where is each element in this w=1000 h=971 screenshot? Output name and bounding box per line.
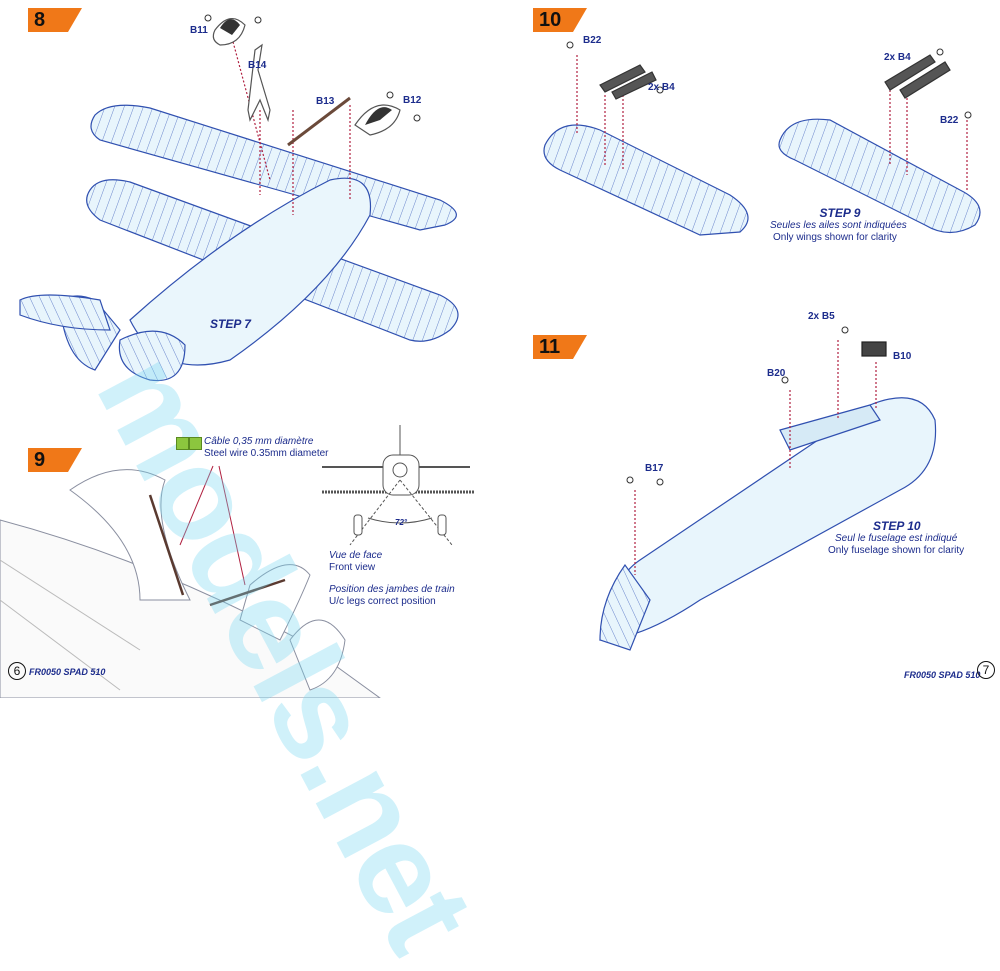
orange-tab-shape <box>533 8 587 32</box>
part-label-b11: B11 <box>190 25 208 36</box>
part-label-b12: B12 <box>403 95 422 106</box>
part-label-2x-b4: 2x B4 <box>648 82 675 93</box>
screw-icons <box>204 14 972 486</box>
step-tab-9: 9 <box>28 448 82 472</box>
step-number: 9 <box>34 449 46 471</box>
part-label-b14: B14 <box>248 60 267 71</box>
footer-text-left: FR0050 SPAD 510 <box>29 667 106 677</box>
cable-note-fr: Câble 0,35 mm diamètre <box>204 436 314 447</box>
front-view-fr: Vue de face <box>329 550 383 561</box>
step-title: STEP 7 <box>210 317 251 331</box>
biplane-step7-drawing <box>19 18 459 382</box>
assembly-drawings <box>0 14 981 698</box>
orange-tab-shape <box>28 8 82 32</box>
step-tab-8: 8 <box>28 8 82 32</box>
step8-wire-detail-drawing <box>0 465 381 698</box>
part-label-b17: B17 <box>645 463 664 474</box>
step-title: STEP 10 <box>873 519 921 533</box>
step-note-en: Only fuselage shown for clarity <box>828 545 965 556</box>
hand-caution-icon <box>176 437 189 450</box>
position-note-fr: Position des jambes de train <box>329 584 455 595</box>
footer-text-right: FR0050 SPAD 510 <box>904 670 981 680</box>
step-number: 8 <box>34 9 46 31</box>
step-tab-11: 11 <box>533 335 587 359</box>
part-label-b13: B13 <box>316 96 335 107</box>
step-note-fr: Seules les ailes sont indiquées <box>770 220 907 231</box>
cable-note-en: Steel wire 0.35mm diameter <box>204 448 329 459</box>
step-note-en: Only wings shown for clarity <box>773 232 897 243</box>
orange-tab-shape <box>533 335 587 359</box>
step-title-text: STEP 9 <box>819 206 861 220</box>
fuselage-step10-drawing <box>599 340 937 651</box>
part-label-2x-b5: 2x B5 <box>808 311 835 322</box>
step-number: 10 <box>539 9 562 31</box>
front-view-en: Front view <box>329 562 376 573</box>
part-label-b10: B10 <box>893 351 912 362</box>
page-number-right: 7 <box>977 661 995 679</box>
step-tab-10: 10 <box>533 8 587 32</box>
page-number-left: 6 <box>8 662 26 680</box>
part-label-b22: B22 <box>940 115 959 126</box>
wings-step9-drawing <box>543 54 981 236</box>
step-number: 11 <box>539 336 561 358</box>
part-label-b22: B22 <box>583 35 602 46</box>
orange-tab-shape <box>28 448 82 472</box>
step-note-fr: Seul le fuselage est indiqué <box>835 533 958 544</box>
glue-drop-icon <box>189 437 202 450</box>
position-note-en: U/c legs correct position <box>329 596 436 607</box>
angle-label: 72° <box>395 518 408 527</box>
part-label-2x-b4: 2x B4 <box>884 52 911 63</box>
part-label-b20: B20 <box>767 368 786 379</box>
front-view-drawing <box>322 425 475 546</box>
step-title: STEP 9 <box>770 206 910 220</box>
